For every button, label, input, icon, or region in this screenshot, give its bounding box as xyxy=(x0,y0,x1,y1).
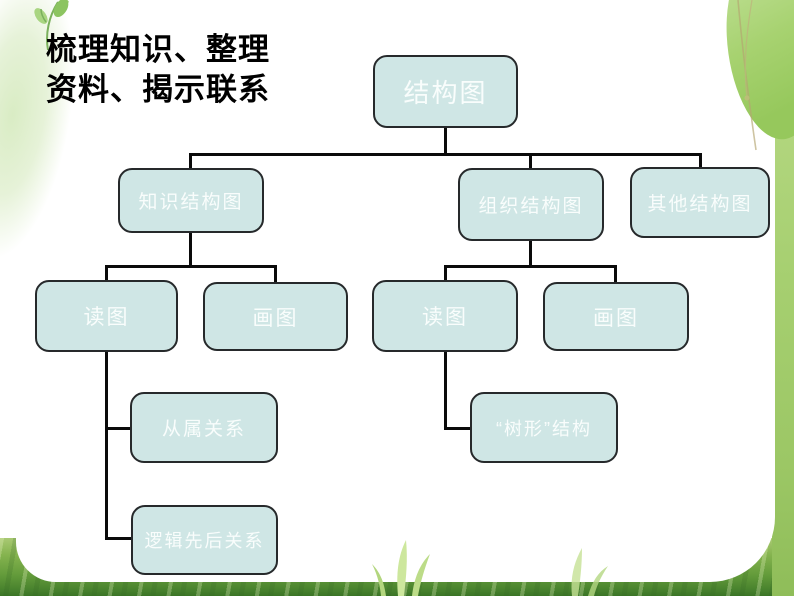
connector-drop-draw-right xyxy=(614,265,617,283)
connector-read-left-stem xyxy=(105,352,108,540)
connector-drop-draw-left xyxy=(274,265,277,283)
node-subordination-relation: 从属关系 xyxy=(130,392,278,463)
connector-drop-read-left xyxy=(105,265,108,281)
node-draw-diagram-left: 画图 xyxy=(203,282,348,351)
connector-read-right-stem xyxy=(444,352,447,430)
node-tree-structure: “树形”结构 xyxy=(470,392,618,463)
connector-knowledge-bus xyxy=(105,265,277,268)
sprout-icon xyxy=(34,0,69,50)
connector-organization-bus xyxy=(444,265,617,268)
connector-level2-bus xyxy=(189,153,702,156)
connector-drop-read-right xyxy=(444,265,447,281)
green-edge-strip-decoration xyxy=(772,70,794,596)
connector-knowledge-riser xyxy=(189,232,192,267)
node-read-diagram-right: 读图 xyxy=(372,280,518,352)
connector-root-bus xyxy=(444,127,447,155)
slide-title-line2: 资料、揭示联系 xyxy=(46,72,270,107)
connector-drop-knowledge xyxy=(189,153,192,169)
grass-blades-icon xyxy=(372,540,430,596)
connector-organization-riser xyxy=(529,240,532,267)
slide-title-line1: 梳理知识、整理 xyxy=(46,32,270,67)
slide-title: 梳理知识、整理 资料、揭示联系 xyxy=(46,30,270,110)
node-structure-diagram: 结构图 xyxy=(373,55,518,128)
node-other-structure-diagram: 其他结构图 xyxy=(630,167,770,238)
node-organization-structure-diagram: 组织结构图 xyxy=(458,168,604,241)
node-logical-sequence-relation: 逻辑先后关系 xyxy=(131,505,278,575)
node-draw-diagram-right: 画图 xyxy=(543,282,689,351)
connector-drop-other xyxy=(699,153,702,167)
node-knowledge-structure-diagram: 知识结构图 xyxy=(118,168,264,233)
connector-branch-tree-structure xyxy=(444,427,471,430)
grass-blades-icon xyxy=(571,548,608,596)
node-read-diagram-left: 读图 xyxy=(35,280,178,352)
connector-branch-subordination xyxy=(105,427,131,430)
connector-drop-organization xyxy=(529,153,532,169)
stem-decoration-icon xyxy=(737,0,757,151)
connector-branch-logical-sequence xyxy=(105,537,132,540)
